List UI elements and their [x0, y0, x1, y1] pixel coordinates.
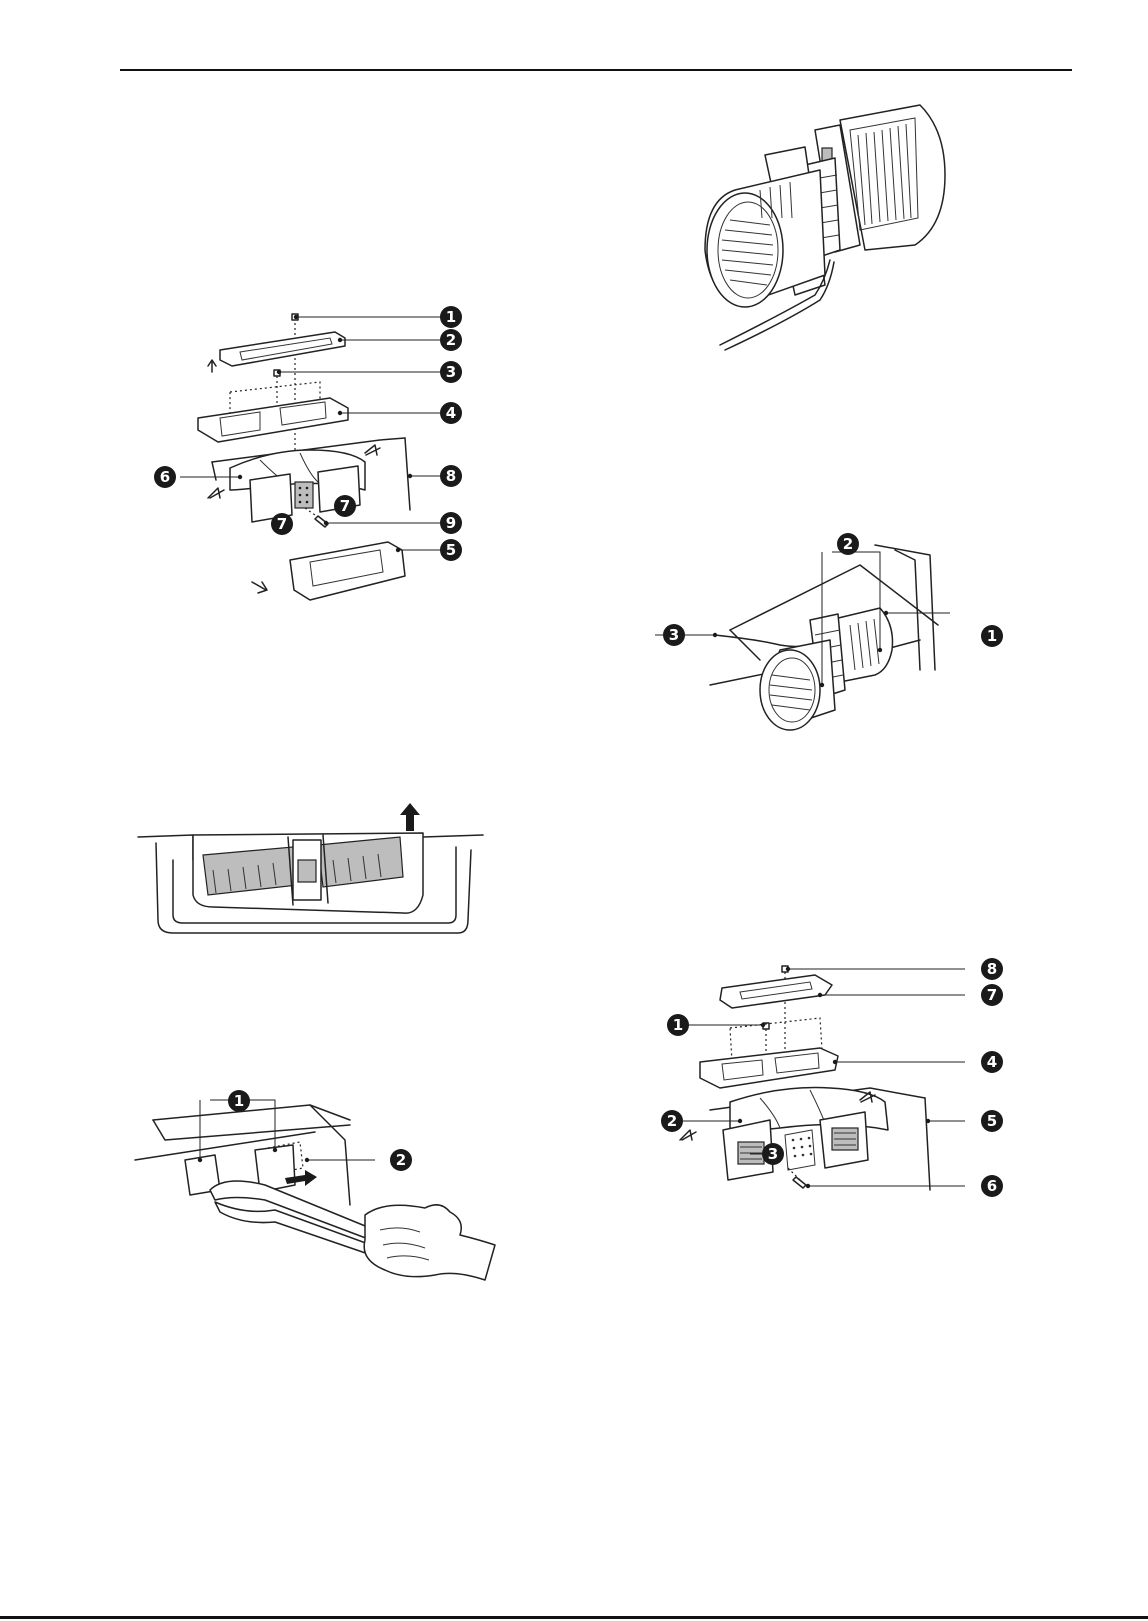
callout-badge: 7	[981, 984, 1003, 1006]
callout-badge: 4	[981, 1051, 1003, 1073]
callout-badge: 3	[663, 624, 685, 646]
callout-badge: 2	[661, 1110, 683, 1132]
figure-reassembly-exploded: 8 7 1 4 2 5 3 6	[660, 980, 1010, 1230]
svg-text:1: 1	[987, 627, 997, 645]
footer-rule	[0, 1616, 1148, 1619]
svg-text:2: 2	[667, 1112, 677, 1130]
svg-text:1: 1	[234, 1092, 244, 1110]
callout-badge: 7	[334, 495, 356, 517]
callout-badge: 8	[981, 958, 1003, 980]
callout-badge: 2	[390, 1149, 412, 1171]
svg-text:4: 4	[987, 1053, 997, 1071]
figure-knockout-removal: 1 2	[135, 1120, 495, 1315]
callout-badge: 5	[440, 539, 462, 561]
svg-text:3: 3	[768, 1145, 778, 1163]
figure-blower-removal	[138, 825, 488, 945]
svg-text:2: 2	[396, 1151, 406, 1169]
svg-text:3: 3	[669, 626, 679, 644]
figure-blower-motor	[700, 100, 980, 365]
svg-text:7: 7	[277, 515, 287, 533]
svg-text:1: 1	[673, 1016, 683, 1034]
svg-text:5: 5	[446, 541, 456, 559]
callout-badge: 1	[440, 306, 462, 328]
svg-text:7: 7	[340, 497, 350, 515]
callout-badge: 7	[271, 513, 293, 535]
svg-text:1: 1	[446, 308, 456, 326]
callout-badge: 5	[981, 1110, 1003, 1132]
callout-badge: 1	[228, 1090, 250, 1112]
svg-text:2: 2	[843, 535, 853, 553]
svg-text:3: 3	[446, 363, 456, 381]
callout-badge: 1	[981, 625, 1003, 647]
svg-text:7: 7	[987, 986, 997, 1004]
callout-badge: 2	[440, 329, 462, 351]
callout-badge: 3	[440, 361, 462, 383]
svg-text:2: 2	[446, 331, 456, 349]
svg-text:9: 9	[446, 514, 456, 532]
figure-blower-in-cabinet: 2 3 1	[660, 540, 1010, 750]
callout-badge: 8	[440, 465, 462, 487]
svg-text:6: 6	[987, 1177, 997, 1195]
callout-badge: 3	[762, 1143, 784, 1165]
svg-text:8: 8	[446, 467, 456, 485]
figure-exploded-vent-assembly: 1 2 3 4 5 6 7 7 8 9	[140, 310, 480, 630]
callout-badge: 6	[981, 1175, 1003, 1197]
callout-badge: 9	[440, 512, 462, 534]
callout-badge: 4	[440, 402, 462, 424]
svg-text:6: 6	[160, 468, 170, 486]
svg-text:8: 8	[987, 960, 997, 978]
header-rule	[120, 69, 1072, 71]
callout-badge: 1	[667, 1014, 689, 1036]
svg-text:4: 4	[446, 404, 456, 422]
callout-badge: 6	[154, 466, 176, 488]
svg-text:5: 5	[987, 1112, 997, 1130]
callout-badge: 2	[837, 533, 859, 555]
